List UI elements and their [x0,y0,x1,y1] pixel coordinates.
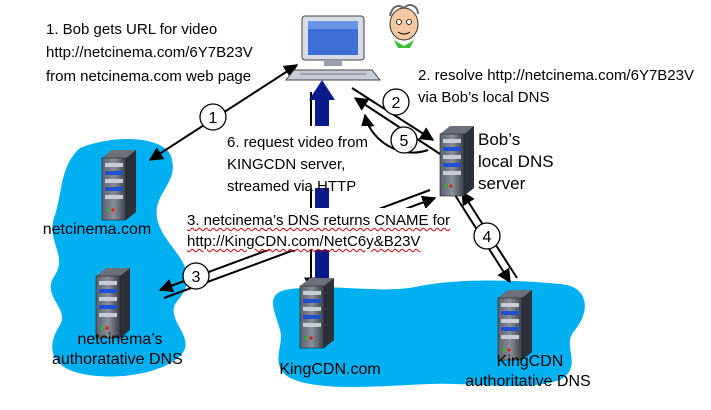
arrow-step-5 [360,113,429,154]
local-dns-label-line3: server [478,174,526,193]
svg-text:2: 2 [392,95,401,112]
step3-caption-bg [184,208,442,250]
netcinema-label: netcinema.com [42,221,152,238]
svg-text:1: 1 [209,110,218,127]
step3-line2-text: http://KingCDN.com/NetC6y&B23V [187,233,421,250]
step1-line3: from netcinema.com web page [46,68,252,85]
netcinema-dns-label-line1: netcinema’s [77,331,163,348]
local-dns-label-line2: local DNS [478,152,554,171]
step1-line1: 1. Bob gets URL for video [46,21,218,38]
kingcdn-dns-server-icon [497,289,533,361]
desktop-computer-icon [284,15,382,81]
step3-line2: http://KingCDN.com/NetC6y&B23V [187,232,420,251]
netcinema-dns-server-icon [95,267,131,339]
step-marker-4: 4 [473,222,501,250]
bob-face-icon [389,4,419,48]
local-dns-label-line1: Bob’s [478,130,521,149]
local-dns-server-icon [439,125,475,197]
kingcdn-server-icon [299,277,335,349]
netcinema-dns-label-line2: authoratative DNS [52,351,183,368]
step6-line1: 6. request video from [227,134,368,151]
netcinema-cloud [50,138,188,377]
step-marker-1: 1 [199,103,227,131]
kingcdn-dns-label-line1: KingCDN [496,353,564,370]
svg-text:4: 4 [483,229,492,246]
step2-line1: 2. resolve http://netcinema.com/6Y7B23V [418,67,694,84]
kingcdn-label: KingCDN.com [279,361,381,378]
netcinema-server-icon [101,149,137,221]
svg-text:5: 5 [400,133,409,150]
step1-line2: http://netcinema.com/6Y7B23V [46,44,253,61]
step-marker-5: 5 [390,126,418,154]
step-marker-2: 2 [382,88,410,116]
step6-caption-bg [218,126,368,188]
step6-line3: streamed via HTTP [227,178,357,195]
step6-line2: KINGCDN server, [227,156,346,173]
svg-text:3: 3 [192,269,201,286]
step2-line2: via Bob’s local DNS [418,89,550,106]
step3-line1-text: 3. netcinema’s DNS returns CNAME for [187,212,451,229]
step-marker-3: 3 [182,262,210,290]
step3-line1: 3. netcinema’s DNS returns CNAME for [187,211,450,230]
kingcdn-dns-label-line2: authoritative DNS [465,373,591,390]
